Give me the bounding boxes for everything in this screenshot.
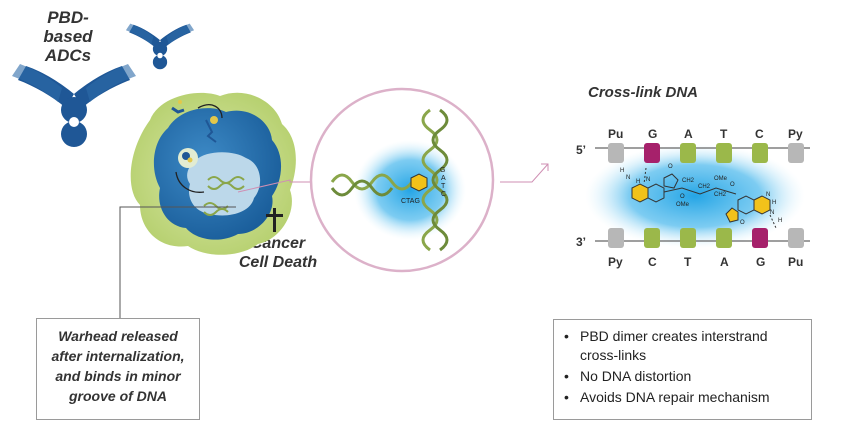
top-base: T <box>720 127 728 141</box>
groove-letters: G A T C CTAG <box>401 167 446 205</box>
mol-label: N <box>626 175 630 181</box>
mol-label: OMe <box>676 202 690 208</box>
mol-label: CH2 <box>682 178 695 184</box>
mol-label: O <box>668 164 673 170</box>
warhead-line: after internalization, <box>51 348 185 364</box>
strand-bottom-end: 3’ <box>576 235 586 249</box>
warhead-line: groove of DNA <box>69 388 167 404</box>
warhead-callout-box: Warhead released after internalization, … <box>36 318 200 420</box>
groove-letter-c: C <box>441 191 446 198</box>
key-points-list: PBD dimer creates interstrand cross-link… <box>562 327 805 407</box>
top-base: A <box>684 127 693 141</box>
dna-base-labels: 5’ 3’ Pu G A T C Py Py C T A G Pu <box>576 127 803 269</box>
antibody-small <box>125 23 195 70</box>
diagram-title: PBD-based ADCs <box>28 8 108 65</box>
top-base: C <box>755 127 764 141</box>
key-point-item: Avoids DNA repair mechanism <box>562 388 805 407</box>
warhead-line: and binds in minor <box>55 368 181 384</box>
mol-label: O <box>680 194 685 200</box>
mol-label: OMe <box>714 176 728 182</box>
mol-label: H <box>778 218 782 224</box>
bottom-base: C <box>648 255 657 269</box>
top-base: Py <box>788 127 803 141</box>
key-point-item: No DNA distortion <box>562 367 805 386</box>
groove-letter-a: A <box>441 175 446 182</box>
key-points-box: PBD dimer creates interstrand cross-link… <box>553 319 812 420</box>
bottom-base: T <box>684 255 692 269</box>
groove-letters-diagonal: CTAG <box>401 198 420 205</box>
mol-label: N <box>766 192 770 198</box>
bottom-base: Py <box>608 255 623 269</box>
groove-letter-t: T <box>441 183 446 190</box>
key-point-item: PBD dimer creates interstrand cross-link… <box>562 327 805 365</box>
top-base: Pu <box>608 127 623 141</box>
crosslink-title: Cross-link DNA <box>588 84 699 101</box>
mol-label: H <box>636 179 640 185</box>
mol-label: CH2 <box>698 184 711 190</box>
mol-label: N <box>646 177 650 183</box>
mol-label: O <box>730 182 735 188</box>
top-base: G <box>648 127 657 141</box>
warhead-line: Warhead released <box>58 328 178 344</box>
death-cross-icon <box>266 208 283 232</box>
antibody-large <box>12 64 136 147</box>
title-line-1: PBD-based <box>43 8 93 46</box>
zoom-circle <box>309 87 495 273</box>
dna-ladder <box>585 143 810 248</box>
mol-label: CH2 <box>714 192 727 198</box>
bottom-base: G <box>756 255 765 269</box>
death-line-2: Cell Death <box>238 254 318 271</box>
bottom-base: A <box>720 255 729 269</box>
groove-letter-g: G <box>440 167 445 174</box>
mol-label: O <box>740 220 745 226</box>
mol-label: H <box>772 200 776 206</box>
mol-label: N <box>770 210 774 216</box>
cancer-cell <box>130 92 296 255</box>
strand-top-end: 5’ <box>576 143 586 157</box>
title-line-2: ADCs <box>44 46 92 65</box>
bottom-base: Pu <box>788 255 803 269</box>
mol-label: H <box>620 168 624 174</box>
molecule-labels: H N H N O CH2 CH2 CH2 OMe O O OMe N H N … <box>620 164 782 226</box>
callout-lines <box>119 163 549 318</box>
